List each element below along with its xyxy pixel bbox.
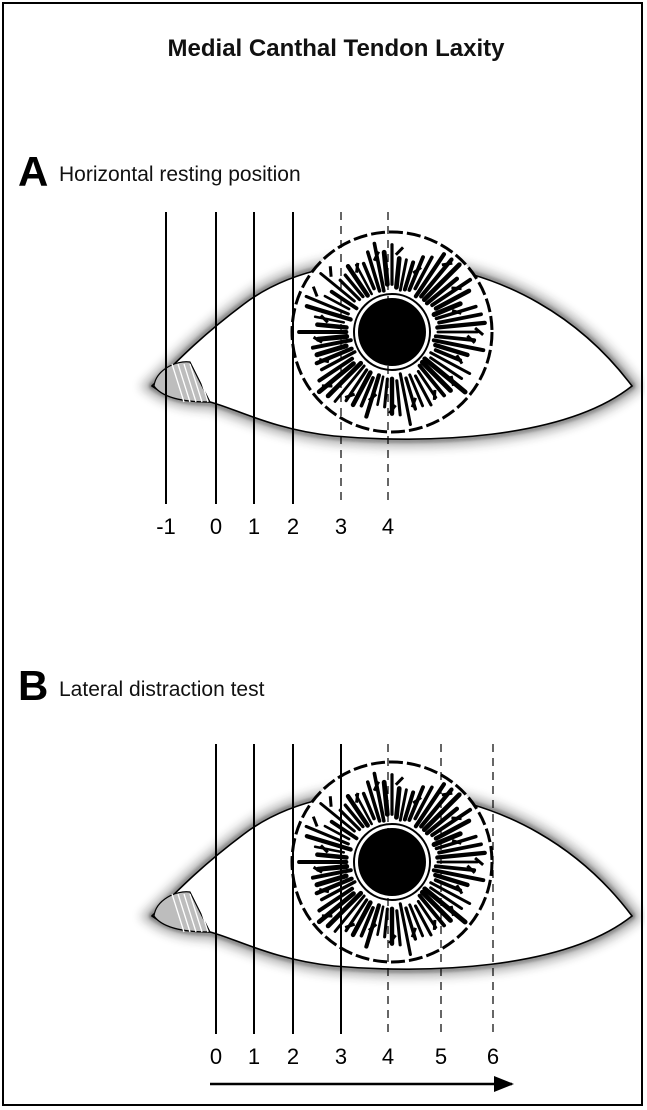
reference-line-label: 5: [435, 1044, 447, 1069]
panel-b-letter: B: [18, 662, 48, 709]
reference-line-label: 1: [248, 514, 260, 539]
reference-line-label: 4: [382, 1044, 394, 1069]
figure-title: Medial Canthal Tendon Laxity: [168, 35, 506, 62]
panel-a-letter: A: [18, 148, 48, 195]
reference-line-label: 3: [335, 514, 347, 539]
panel-b-eye: [152, 762, 632, 969]
reference-line-label: 1: [248, 1044, 260, 1069]
reference-line-label: 0: [210, 1044, 222, 1069]
reference-line-label: 2: [287, 1044, 299, 1069]
reference-line-label: 0: [210, 514, 222, 539]
panel-b: B Lateral distraction test 0 1 2 3 4 5 6: [18, 662, 632, 1084]
panel-b-caption: Lateral distraction test: [59, 678, 265, 701]
panel-a: A Horizontal resting position -1 0 1 2 3 4: [18, 148, 632, 539]
reference-line-label: 6: [487, 1044, 499, 1069]
figure-canvas: Medial Canthal Tendon Laxity A Horizonta…: [4, 4, 645, 1108]
panel-a-caption: Horizontal resting position: [59, 163, 301, 186]
panel-a-eye: [152, 232, 632, 439]
pupil: [358, 298, 426, 366]
reference-line-label: -1: [156, 514, 176, 539]
reference-line-label: 4: [382, 514, 394, 539]
reference-line-label: 3: [335, 1044, 347, 1069]
pupil: [358, 828, 426, 896]
reference-line-label: 2: [287, 514, 299, 539]
